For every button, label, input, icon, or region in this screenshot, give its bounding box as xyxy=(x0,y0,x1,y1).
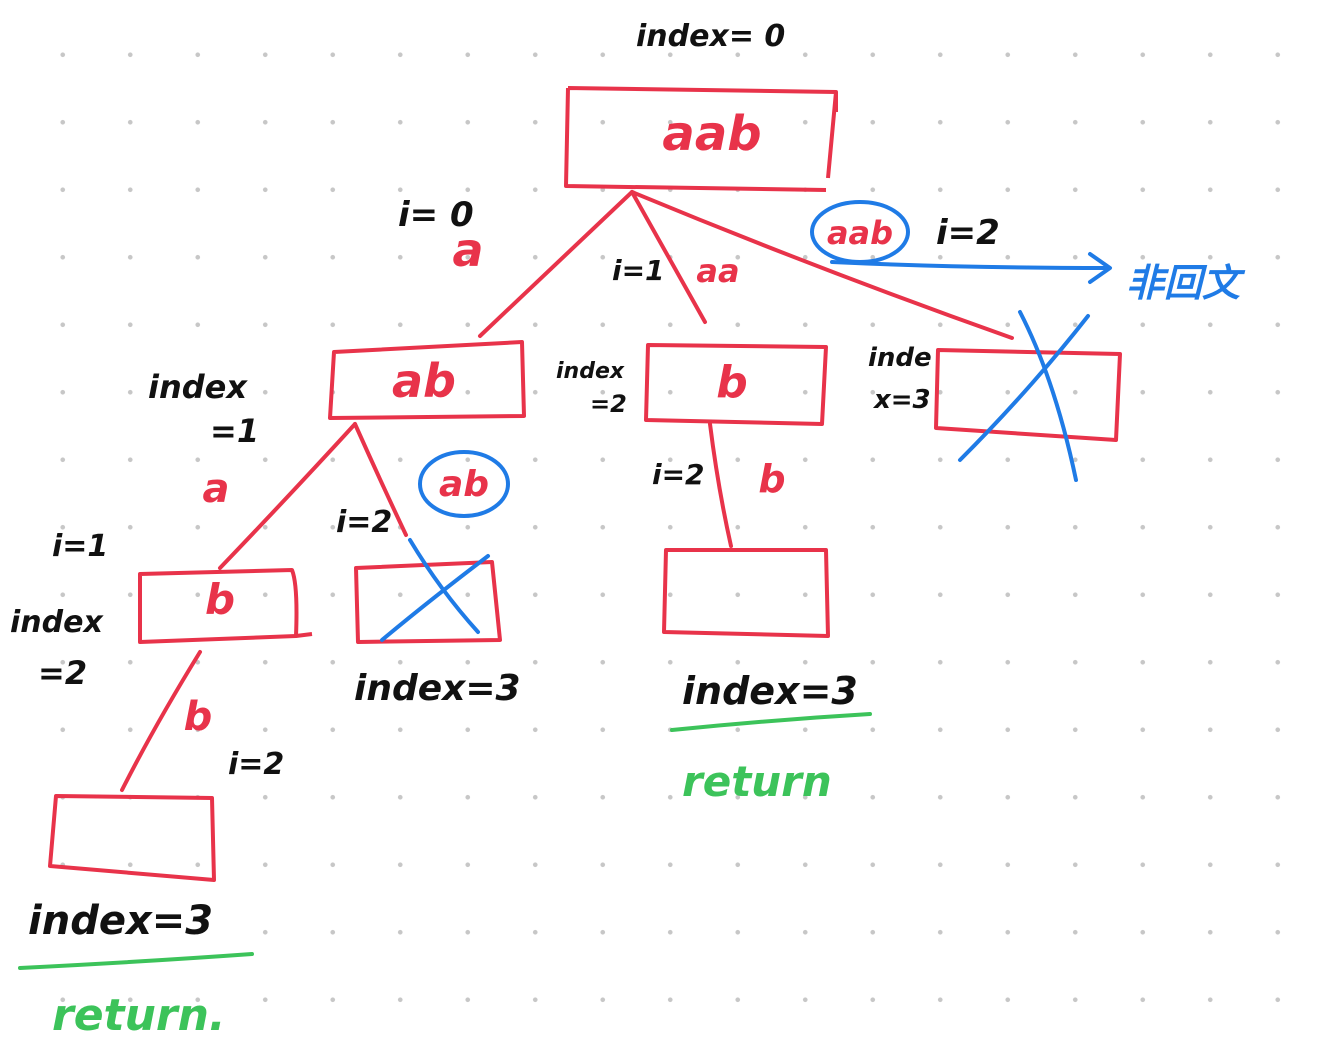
edge-root-middle-substring: aa xyxy=(696,252,739,290)
node-leftright-box xyxy=(354,560,502,644)
edge-root-right xyxy=(630,190,1014,340)
node-leftleft-index-line2: =2 xyxy=(38,654,87,692)
node-leftleft-text: b xyxy=(205,575,235,624)
not-palindrome-label: 非回文 xyxy=(1126,261,1246,305)
node-middle-index-line1: index xyxy=(556,359,625,384)
edge-root-middle-i: i=1 xyxy=(612,254,665,287)
node-middle-box xyxy=(644,343,828,426)
node-root-index-label: index= 0 xyxy=(636,19,785,54)
edge-leftleft-leaf-i: i=2 xyxy=(228,747,284,782)
node-middle-text: b xyxy=(716,357,748,408)
return-label-middlechild: return xyxy=(682,757,832,806)
edge-root-middle xyxy=(630,190,707,324)
node-leftleft-index-line1: index xyxy=(10,605,104,640)
edge-root-right-i: i=2 xyxy=(936,213,1000,253)
cross-mark-right xyxy=(958,310,1090,482)
node-left-index-line2: =1 xyxy=(210,412,259,450)
node-leftleft-box xyxy=(138,568,313,644)
edge-middle-child-substring: b xyxy=(758,457,785,501)
node-middlechild-index-label: index=3 xyxy=(682,669,858,713)
node-root-text: aab xyxy=(662,106,761,162)
node-left-box xyxy=(328,340,526,420)
circle-ab xyxy=(418,450,510,518)
underline-leaf xyxy=(18,952,254,970)
edge-root-left xyxy=(478,190,634,338)
edge-left-leftright xyxy=(353,422,408,537)
node-middle-index-line2: =2 xyxy=(590,390,627,418)
edge-middle-child xyxy=(708,422,733,548)
edge-leftleft-leaf xyxy=(120,650,202,792)
edge-root-left-substring: a xyxy=(452,223,483,277)
node-leaf-box xyxy=(48,794,216,882)
return-label-leaf: return. xyxy=(52,990,226,1041)
arrow-not-palindrome xyxy=(830,252,1112,284)
node-leftright-index-label: index=3 xyxy=(354,668,521,709)
edge-left-right-substring: ab xyxy=(439,464,489,505)
edge-left-left-i: i=1 xyxy=(52,529,108,564)
node-right-index-line1: inde xyxy=(868,343,932,373)
edge-root-right-substring: aab xyxy=(827,214,893,252)
edge-leftleft-leaf-substring: b xyxy=(184,694,213,740)
node-middlechild-box xyxy=(662,548,830,638)
node-left-index-line1: index xyxy=(148,368,248,406)
edge-root-left-i: i= 0 xyxy=(398,195,474,235)
edge-left-right-i: i=2 xyxy=(336,505,392,540)
edge-middle-child-i: i=2 xyxy=(652,458,705,491)
node-right-index-line2: x=3 xyxy=(872,385,931,415)
cross-mark-leftright xyxy=(380,538,490,642)
node-leaf-index-label: index=3 xyxy=(28,898,213,944)
node-right-box xyxy=(934,348,1122,442)
edge-left-leftleft xyxy=(218,422,357,570)
node-left-text: ab xyxy=(392,354,456,408)
node-root-box xyxy=(564,86,838,192)
edge-left-left-substring: a xyxy=(203,466,230,512)
underline-middlechild xyxy=(670,712,872,732)
